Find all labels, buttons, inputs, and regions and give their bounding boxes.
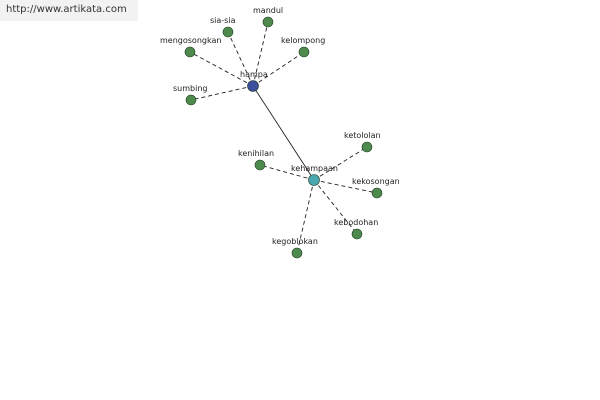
edge-kehampaan-kegoblokan xyxy=(296,179,315,254)
node-label-kehampaan[interactable]: kehampaan xyxy=(291,164,338,173)
node-kelompong[interactable] xyxy=(298,46,310,58)
node-label-sumbing[interactable]: sumbing xyxy=(173,84,207,93)
edge-hampa-mandul xyxy=(252,21,269,87)
edge-hampa-kehampaan xyxy=(252,85,315,181)
edges-layer xyxy=(189,21,378,254)
node-kebodohan[interactable] xyxy=(351,228,363,240)
node-label-sia-sia[interactable]: sia-sia xyxy=(210,16,236,25)
node-mengosongkan[interactable] xyxy=(184,46,196,58)
node-mandul[interactable] xyxy=(262,16,274,28)
node-hampa[interactable] xyxy=(247,80,259,92)
edge-hampa-kelompong xyxy=(252,51,305,87)
labels-layer: hampa kehampaan sia-sia mandul mengosongkan k… xyxy=(160,6,400,246)
node-sia-sia[interactable] xyxy=(222,26,234,38)
node-label-kebodohan[interactable]: kebodohan xyxy=(334,218,378,227)
nodes-layer xyxy=(184,16,383,259)
node-kegoblokan[interactable] xyxy=(291,247,303,259)
node-label-kegoblokan[interactable]: kegoblokan xyxy=(272,237,318,246)
node-kenihilan[interactable] xyxy=(254,159,266,171)
url-watermark: http://www.artikata.com xyxy=(0,0,138,21)
node-label-kelompong[interactable]: kelompong xyxy=(281,36,325,45)
node-label-mengosongkan[interactable]: mengosongkan xyxy=(160,36,221,45)
node-label-mandul[interactable]: mandul xyxy=(253,6,283,15)
edge-kehampaan-kekosongan xyxy=(313,179,378,194)
node-label-kenihilan[interactable]: kenihilan xyxy=(238,149,274,158)
edge-kehampaan-ketololan xyxy=(313,146,368,181)
edge-hampa-sia-sia xyxy=(227,31,254,87)
node-label-hampa[interactable]: hampa xyxy=(240,70,268,79)
node-ketololan[interactable] xyxy=(361,141,373,153)
node-label-ketololan[interactable]: ketololan xyxy=(344,131,381,140)
node-label-kekosongan[interactable]: kekosongan xyxy=(352,177,400,186)
node-kehampaan[interactable] xyxy=(308,174,320,186)
edge-kehampaan-kebodohan xyxy=(313,179,358,235)
node-kekosongan[interactable] xyxy=(371,187,383,199)
edge-hampa-sumbing xyxy=(190,85,254,101)
node-sumbing[interactable] xyxy=(185,94,197,106)
edge-hampa-mengosongkan xyxy=(189,51,254,87)
edge-kehampaan-kenihilan xyxy=(259,164,315,181)
